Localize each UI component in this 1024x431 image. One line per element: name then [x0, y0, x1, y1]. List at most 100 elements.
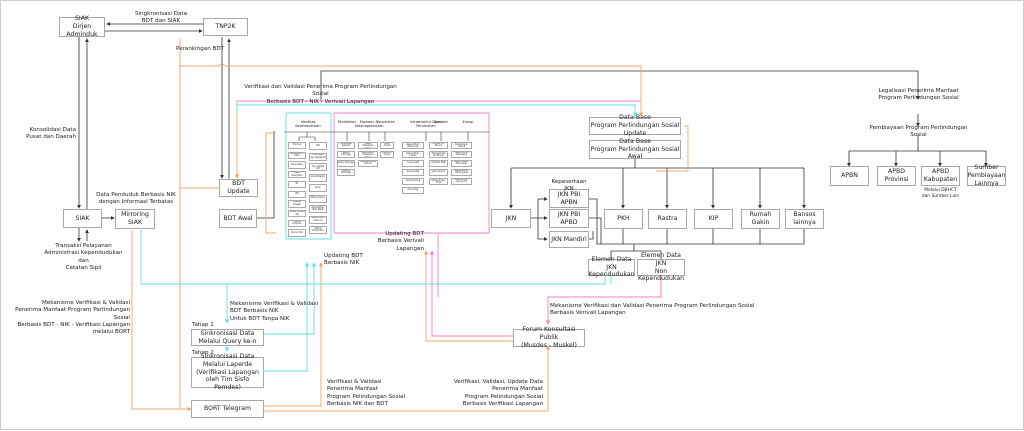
- line-programs-to-elemen: [589, 198, 805, 259]
- indicator-header-pendidikan: Pendidikan: [337, 120, 357, 124]
- label-perankingan-bdt: Perankingan BDT: [176, 46, 225, 52]
- label-updating-nik: Updating BDT Berbasis NIK: [324, 253, 363, 267]
- label-verval-nik-bdt: Verifikasi & Validasi Penerima Manfaat P…: [327, 379, 406, 407]
- cyan-sinkron2-right: [264, 262, 310, 372]
- label-singkronisasi-bdt-siak: Singkronisasi Data BDT dan SIAK: [134, 11, 188, 25]
- line-top-to-legalisasi: [320, 70, 920, 101]
- indicator-item: Status Kedudukan Pekerjaan Utama: [358, 151, 378, 158]
- label-verval-top: Verifikasi dan Validasi Penerima Program…: [244, 84, 397, 105]
- pink-inner-box: [333, 112, 490, 234]
- jkn-mandiri-box: JKN Mandiri: [549, 231, 589, 248]
- indicator-item: Hubungan dgn Kepala RT: [309, 152, 327, 161]
- label-legalisasi: Legalisasi Penerima Manfaat Program Perl…: [878, 88, 959, 102]
- indicator-item: Luas Lantai: [402, 160, 424, 167]
- indicator-item: Hubungan dgn Kepala Kel: [309, 163, 327, 172]
- indicator-item: Jenis Kelamin: [309, 173, 327, 182]
- indicator-item: Fasilitas Usaha Sendiri: [358, 160, 378, 167]
- apbd-provinsi-box: APBD Provinsi: [877, 166, 916, 186]
- label-pembiayaan: Pembiayaan Program Perlindungan Sosial: [869, 125, 968, 139]
- indicator-item: Kepemilikan Kartu ID: [309, 215, 327, 224]
- database-awal-box: Data Base Program Perlindungan Sosial Aw…: [589, 137, 681, 161]
- indicator-item: Jenis Lantai: [402, 169, 424, 176]
- indicator-item: Jenis Atap: [402, 187, 424, 194]
- indicator-item: Status Lengkap: [288, 219, 306, 227]
- indicator-header-identitas: Identitas Kependudukan: [295, 120, 321, 128]
- indicator-item: Tempat Pembuangan Tinja: [429, 178, 448, 185]
- indicator-item: Status Rumah Tgl: [288, 209, 306, 218]
- indicator-item: Provinsi: [288, 142, 306, 150]
- indicator-item: Status Kepemilikan Lahan: [402, 151, 424, 158]
- label-kepesertaan-jkn: Kepesertaan JKN: [551, 179, 587, 193]
- indicator-item: Sumber Air Minum: [429, 142, 448, 149]
- line-pembiayaan-branches: [849, 135, 986, 152]
- label-mekanisme-forum: Mekanisme Verifikasi dan Validasi Peneri…: [550, 303, 755, 317]
- label-transaksi-pelayanan: Transaksi Pelayanan Administrasi Kependu…: [44, 243, 123, 271]
- orange-db-update-loop: [656, 125, 689, 172]
- indicator-item: Kepemilikan Lemari Es: [451, 178, 472, 185]
- bdt-update-box: BDT Update: [219, 179, 258, 197]
- label-tahap-2: Tahap 2: [192, 350, 214, 356]
- pink-elemen-to-forum: [545, 276, 662, 325]
- sinkronisasi-query-box: Sinkronisasi Data Melalui Query ke-n: [191, 329, 264, 346]
- orange-bort-to-right: [264, 266, 322, 407]
- label-tahap-1: Tahap 1: [192, 322, 214, 328]
- label-mekanisme-bort: Mekanisme Verifikasi & Validasi Penerima…: [15, 300, 130, 336]
- tnp2k-box: TNP2K: [203, 18, 248, 36]
- line-jkn-to-membership: [531, 199, 539, 239]
- line-db-to-programs: [511, 159, 804, 169]
- indicator-item: Nomor KK: [288, 229, 306, 237]
- bansos-lainnya-box: Bansos lainnya: [785, 209, 824, 229]
- orange-loop-top: [179, 63, 644, 396]
- orange-bort-to-forum: [264, 345, 551, 412]
- indicator-item: Daya Listrik Terpasang: [451, 151, 472, 158]
- cyan-inner-frame-top: [237, 104, 638, 117]
- jkn-box: JKN: [491, 209, 531, 228]
- orange-inner-frame: [265, 133, 276, 234]
- indicator-item: Partisipasi Sekolah: [337, 142, 355, 149]
- indicator-header-infrastruktur: Infrastruktur Dasar Perumahan: [409, 120, 443, 128]
- indicator-item: Sumber Penerangan Utama: [451, 142, 472, 149]
- indicator-item: Alamat Tinggal: [288, 200, 306, 208]
- indicator-item: Umur: [309, 184, 327, 193]
- label-melalui-dbhct: Melalui DBHCT dan Sumber Lain: [921, 188, 960, 199]
- database-update-box: Data Base Program Perlindungan Sosial Up…: [589, 114, 681, 137]
- indicator-item: Jenis Cacat: [380, 142, 394, 149]
- indicator-item: Kepemilikan Tabung Gas: [451, 169, 472, 176]
- indicator-item: Kecamatan: [288, 161, 306, 169]
- siak-box: SIAK: [63, 209, 102, 228]
- label-verval-update: Verifikasi, Validasi, Update Data Peneri…: [453, 379, 543, 407]
- indicator-header-energi: Energi: [462, 120, 474, 124]
- label-updating-verivali: Updating BDT Berbasis Verivali Lapangan: [377, 231, 424, 252]
- indicator-item: Jenjang Tertinggi: [337, 169, 355, 176]
- sumber-pembiayaan-lainnya-box: Sumber Pembiayaan Lainnya: [967, 164, 1006, 187]
- rastra-box: Rastra: [648, 209, 687, 229]
- indicator-item: Jenis Dinding: [402, 178, 424, 185]
- elemen-data-jkn-kependudukan-box: Elemen Data JKN Kependudukan: [588, 255, 635, 279]
- indicator-header-ekonomi: Ekonomi & Ketenagakerjaan: [355, 120, 384, 128]
- orange-mirroring-to-bort: [131, 230, 192, 412]
- bort-telegram-box: BORT Telegram: [191, 400, 264, 418]
- pink-forum-to-inner: [429, 250, 518, 337]
- orange-forum-to-pink: [423, 250, 518, 342]
- indicator-item: RT: [288, 180, 306, 189]
- bdt-awal-box: BDT Awal: [219, 209, 257, 228]
- indicator-item: Status Kepemilikan Bangunan: [402, 142, 424, 149]
- indicator-item: Status Kehamilan: [309, 226, 327, 235]
- label-mekanisme-nik: Mekanisme Verifikasi & Validasi BDT Berb…: [230, 301, 319, 322]
- line-bdt-awal: [257, 131, 275, 219]
- indicator-item: Desa / Kelurahan: [288, 171, 306, 179]
- kip-box: KIP: [694, 209, 733, 229]
- cyan-identitas-box: [285, 112, 332, 240]
- sinkronisasi-laperde-box: Sinkronisasi Data Melalui Laperde (Verif…: [191, 353, 264, 391]
- indicator-item: Penyakit Kronis: [380, 151, 394, 158]
- cyan-mirroring-line: [140, 230, 606, 285]
- indicator-item: NIK: [309, 142, 327, 151]
- indicator-item: Status Kawin: [309, 194, 327, 203]
- siak-dirjen-box: SIAK Dirjen Adminduk: [59, 15, 105, 38]
- indicator-item: Kabupaten / Kota: [288, 151, 306, 160]
- apbn-box: APBN: [830, 166, 869, 186]
- pkh-box: PKH: [604, 209, 643, 229]
- indicator-item: RW: [288, 190, 306, 198]
- mirroring-siak-box: Mirroring SIAK: [115, 209, 155, 229]
